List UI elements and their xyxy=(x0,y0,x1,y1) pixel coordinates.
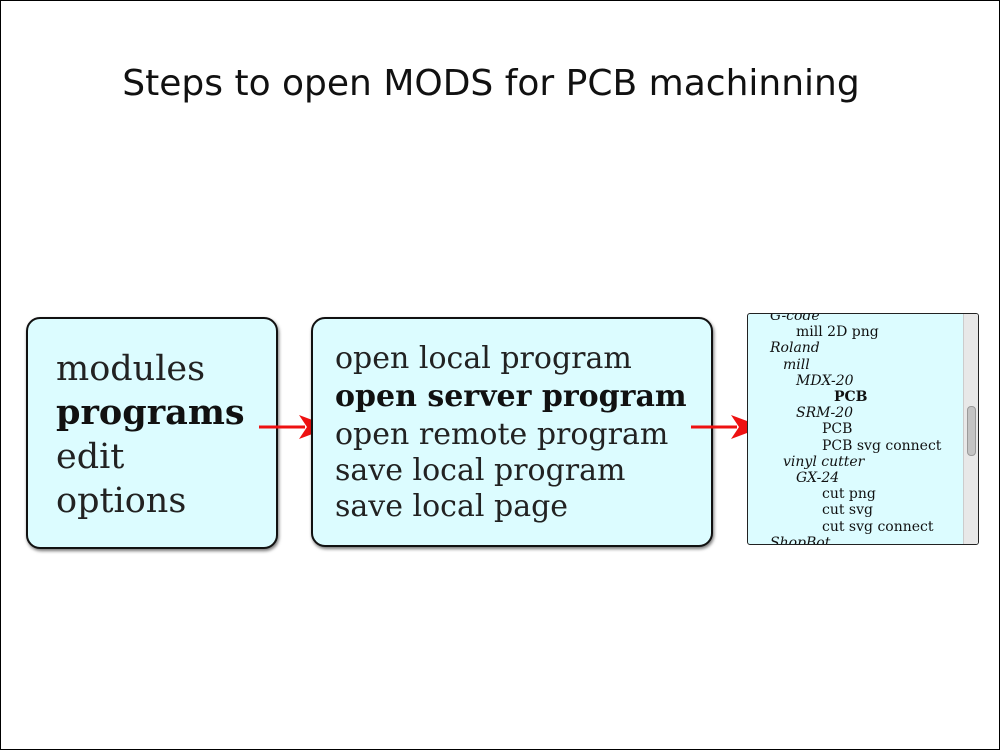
menu-item-edit[interactable]: edit xyxy=(56,437,125,477)
tree-item[interactable]: cut svg connect xyxy=(822,518,934,535)
tree-item[interactable]: PCB xyxy=(834,389,868,405)
tree-item[interactable]: mill xyxy=(783,356,810,373)
tree-item[interactable]: G-code xyxy=(770,313,820,324)
tree-item[interactable]: cut svg xyxy=(822,502,873,519)
tree-item[interactable]: mill 2D png xyxy=(796,324,879,341)
tree-item[interactable]: cut png xyxy=(822,486,876,503)
tree-item[interactable]: PCB xyxy=(822,421,853,438)
tree-item[interactable]: GX-24 xyxy=(796,470,840,486)
slide-title: Steps to open MODS for PCB machinning xyxy=(122,63,860,104)
tree-item[interactable]: PCB svg connect xyxy=(822,437,942,454)
tree-item[interactable]: vinyl cutter xyxy=(783,453,865,470)
tree-item[interactable]: ShopBot xyxy=(770,534,831,545)
menu-item-save-local-program[interactable]: save local program xyxy=(335,453,626,488)
menu-item-open-remote-program[interactable]: open remote program xyxy=(335,417,669,452)
menu-item-open-server-program[interactable]: open server program xyxy=(335,379,687,414)
programs-menu: open local program open server program o… xyxy=(311,317,713,547)
tree-item[interactable]: SRM-20 xyxy=(796,405,854,422)
tree-scrollbar[interactable] xyxy=(963,314,978,544)
menu-item-options[interactable]: options xyxy=(56,481,187,521)
menu-item-modules[interactable]: modules xyxy=(56,349,206,389)
main-menu: modules programs edit options xyxy=(26,317,278,549)
tree-item[interactable]: MDX-20 xyxy=(796,372,854,389)
tree-item[interactable]: Roland xyxy=(770,340,820,357)
menu-item-programs[interactable]: programs xyxy=(56,392,245,433)
menu-item-save-local-page[interactable]: save local page xyxy=(335,489,569,524)
menu-item-open-local-program[interactable]: open local program xyxy=(335,341,632,376)
scrollbar-thumb[interactable] xyxy=(967,406,976,456)
